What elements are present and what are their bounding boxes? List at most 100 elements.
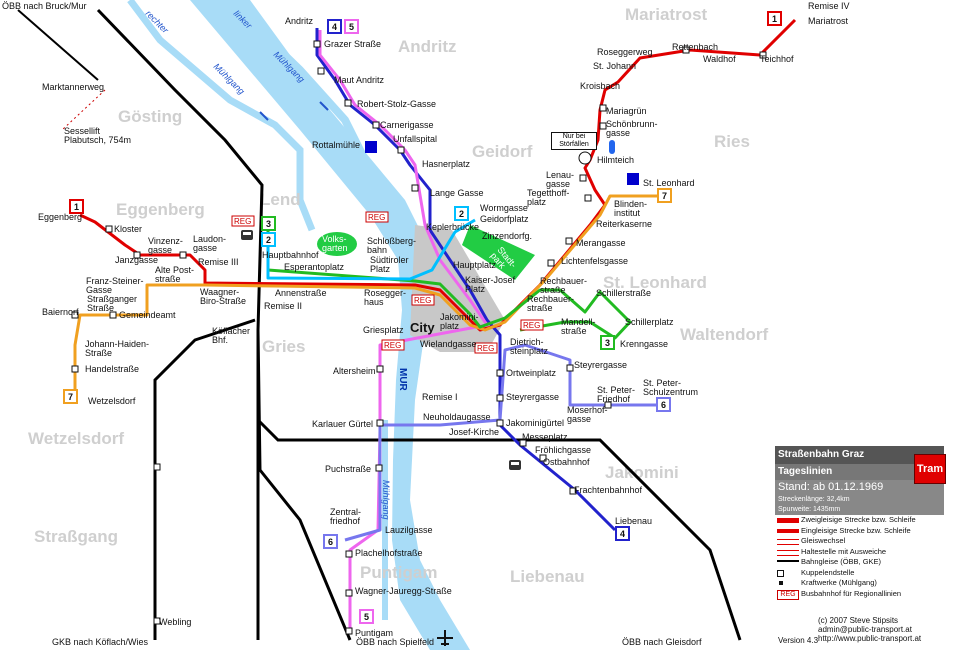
district-label: Mariatrost [625,5,708,24]
credit-email[interactable]: admin@public-transport.at [818,625,912,634]
legend-item: Kuppelendstelle [775,568,944,579]
svg-text:Frachtenbahnhof: Frachtenbahnhof [574,485,643,495]
svg-text:Annenstraße: Annenstraße [275,288,327,298]
svg-text:2: 2 [266,235,271,245]
svg-text:Steyrergasse: Steyrergasse [506,392,559,402]
svg-text:Robert-Stolz-Gasse: Robert-Stolz-Gasse [357,99,436,109]
svg-text:Karlauer Gürtel: Karlauer Gürtel [312,419,373,429]
svg-text:Waagner-Biro-Straße: Waagner-Biro-Straße [200,287,246,306]
district-label: Eggenberg [116,200,205,219]
credit-url[interactable]: http://www.public-transport.at [818,634,922,643]
svg-text:5: 5 [349,22,354,32]
tram-lines [73,18,797,630]
power-station-symbol [779,581,783,585]
district-label: Wetzelsdorf [28,429,124,448]
svg-text:Vinzenz-gasse: Vinzenz-gasse [148,236,183,255]
svg-text:St. Johann: St. Johann [593,61,636,71]
version-label: Version 4.3 [778,636,819,645]
svg-text:Schönbrunn-gasse: Schönbrunn-gasse [606,119,658,138]
svg-text:Ortweinplatz: Ortweinplatz [506,368,557,378]
svg-text:6: 6 [661,400,666,410]
svg-text:Waldhof: Waldhof [703,54,736,64]
hospital-icon [365,141,377,153]
station-labels: Andritz Grazer Straße Maut Andritz Rober… [38,1,850,638]
svg-text:Hasnerplatz: Hasnerplatz [422,159,471,169]
svg-text:Griesplatz: Griesplatz [363,325,404,335]
svg-text:Wagner-Jauregg-Straße: Wagner-Jauregg-Straße [355,586,452,596]
tram-depot-icon [241,230,253,240]
svg-text:Jakominigürtel: Jakominigürtel [506,418,564,428]
pond-icon [609,140,615,154]
double-track-symbol [777,518,799,523]
svg-text:Kloster: Kloster [114,224,142,234]
svg-text:Altersheim: Altersheim [333,366,376,376]
district-labels: Mariatrost Andritz Gösting Geidorf Ries … [28,5,768,586]
legend-item-label: Haltestelle mit Ausweiche [801,546,887,556]
legend-item: Bahngleise (ÖBB, GKE) [775,557,944,568]
svg-text:3: 3 [605,338,610,348]
legend-item: Gleiswechsel [775,536,944,547]
legend: Straßenbahn Graz Tageslinien Tram Stand:… [775,446,946,644]
volksgarten-label: Volks-garten [322,234,348,253]
muehlgang-canal-left [127,0,316,232]
svg-text:Franz-Steiner-Gasse: Franz-Steiner-Gasse [86,276,144,295]
stoerfall-line: Nur bei [562,133,586,140]
svg-text:4: 4 [620,529,625,539]
svg-text:Rechbauer-straße: Rechbauer-straße [527,294,574,313]
svg-text:Grazer Straße: Grazer Straße [324,39,381,49]
bus-station-symbol: REG [777,589,799,600]
svg-text:Rottalmühle: Rottalmühle [312,140,360,150]
svg-text:Moserhof-gasse: Moserhof-gasse [567,405,608,424]
svg-text:Lauzilgasse: Lauzilgasse [385,525,433,535]
svg-text:2: 2 [459,209,464,219]
flow-arrow-icon [319,101,329,111]
line-4-route [315,28,617,532]
svg-text:Hauptplatz: Hauptplatz [453,260,497,270]
crossover-symbol [777,539,799,545]
mur-label: MUR [397,368,408,392]
svg-text:Merangasse: Merangasse [576,238,626,248]
svg-text:Reiterkaserne: Reiterkaserne [596,219,652,229]
coupling-terminal-symbol [777,569,784,577]
svg-text:Jakomini-platz: Jakomini-platz [440,312,479,331]
marktannerweg-label: Marktannerweg [42,82,104,92]
line-6-route [344,343,660,542]
svg-text:Messeplatz: Messeplatz [522,432,568,442]
svg-text:Steyrergasse: Steyrergasse [574,360,627,370]
district-label: Geidorf [472,142,533,161]
district-label: Jakomini [605,463,679,482]
legend-item: REG Busbahnhof für Regionallinien [775,589,944,600]
svg-text:Teichhof: Teichhof [760,54,794,64]
svg-text:Baiernorf: Baiernorf [42,307,79,317]
svg-text:Eggenberg: Eggenberg [38,212,82,222]
muehlgang-canal-right [225,0,374,172]
legend-item-label: Eingleisige Strecke bzw. Schleife [801,525,911,535]
legend-title: Straßenbahn Graz [775,446,944,464]
svg-text:4: 4 [332,22,337,32]
svg-text:REG: REG [477,344,494,353]
rail-label: ÖBB nach Spielfeld [356,637,434,647]
city-label: City [410,320,435,335]
credit-line: (c) 2007 Steve Stipsits [818,616,899,625]
legend-item-label: Kraftwerke (Mühlgang) [801,578,877,587]
svg-text:Zinzendorfg.: Zinzendorfg. [482,231,532,241]
svg-text:St. Peter-Friedhof: St. Peter-Friedhof [597,385,635,404]
svg-text:Schloßberg-bahn: Schloßberg-bahn [367,236,416,255]
line-badges: 4 5 1 1 3 2 2 7 3 6 7 6 5 4 [63,11,782,624]
flow-arrow-icon [259,111,269,121]
legend-item-label: Gleiswechsel [801,536,846,545]
railway-lines [17,8,742,641]
legend-item-label: Busbahnhof für Regionallinien [801,588,902,598]
svg-text:Puntigam: Puntigam [355,628,393,638]
svg-text:Plachelhofstraße: Plachelhofstraße [355,548,423,558]
svg-text:Geidorfplatz: Geidorfplatz [480,214,529,224]
svg-text:REG: REG [234,217,251,226]
svg-text:Janzgasse: Janzgasse [115,255,158,265]
hospital-icon [627,173,639,185]
svg-text:Roseggerweg: Roseggerweg [597,47,653,57]
svg-text:6: 6 [328,537,333,547]
